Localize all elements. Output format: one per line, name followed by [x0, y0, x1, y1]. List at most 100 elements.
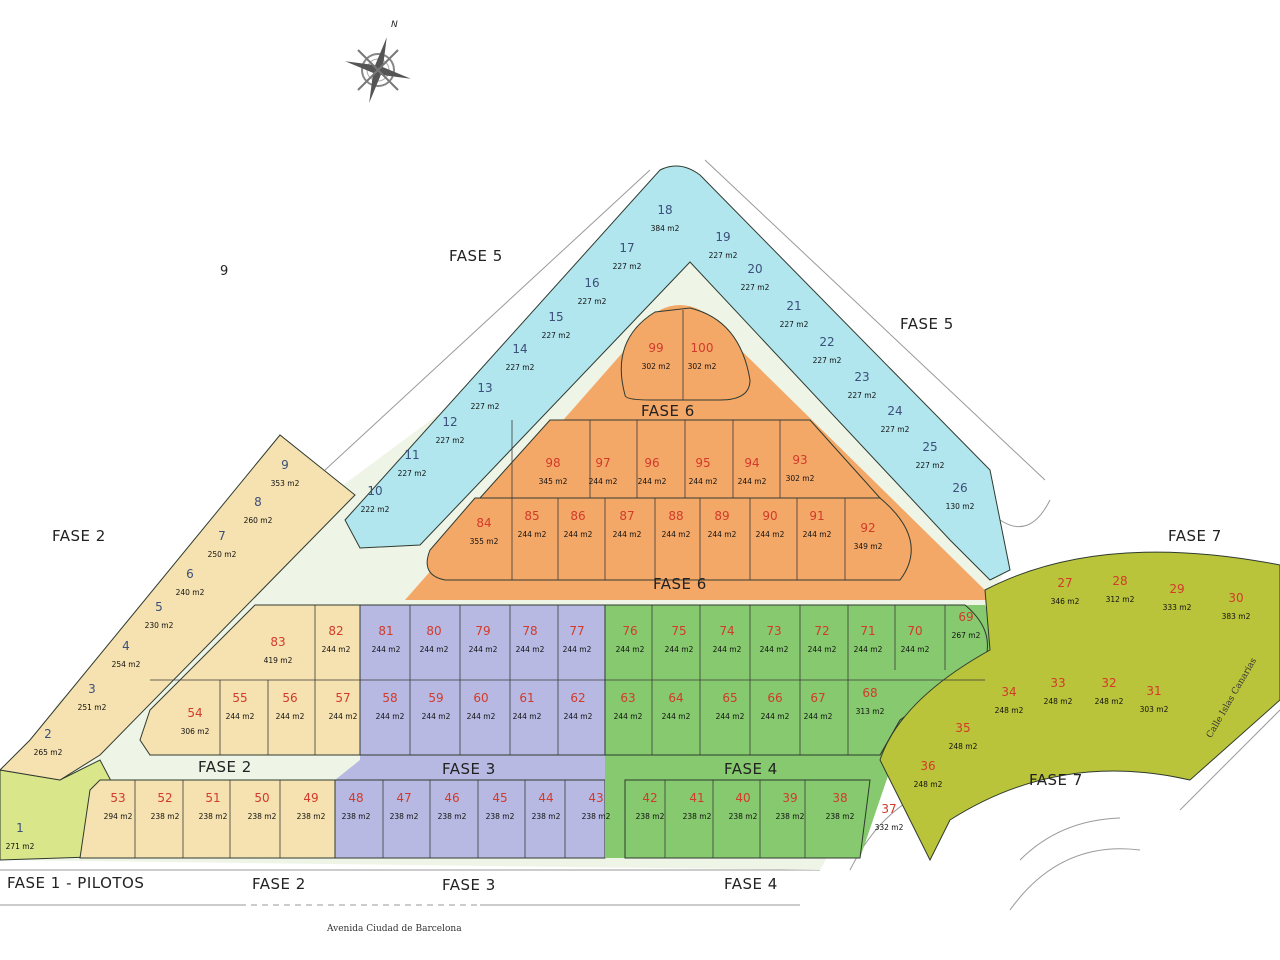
- plot-64[interactable]: 64244 m2: [654, 691, 698, 721]
- plot-1[interactable]: 1271 m2: [0, 821, 42, 851]
- plot-5[interactable]: 5230 m2: [137, 600, 181, 630]
- plot-3[interactable]: 3251 m2: [70, 682, 114, 712]
- plot-67[interactable]: 67244 m2: [796, 691, 840, 721]
- plot-48[interactable]: 48238 m2: [334, 791, 378, 821]
- plot-4[interactable]: 4254 m2: [104, 639, 148, 669]
- plot-71[interactable]: 71244 m2: [846, 624, 890, 654]
- plot-21[interactable]: 21227 m2: [772, 299, 816, 329]
- plot-84[interactable]: 84355 m2: [462, 516, 506, 546]
- plot-86[interactable]: 86244 m2: [556, 509, 600, 539]
- plot-32[interactable]: 32248 m2: [1087, 676, 1131, 706]
- plot-43[interactable]: 43238 m2: [574, 791, 618, 821]
- plot-90[interactable]: 90244 m2: [748, 509, 792, 539]
- plot-57[interactable]: 57244 m2: [321, 691, 365, 721]
- plot-87[interactable]: 87244 m2: [605, 509, 649, 539]
- plot-74[interactable]: 74244 m2: [705, 624, 749, 654]
- plot-29[interactable]: 29333 m2: [1155, 582, 1199, 612]
- plot-62[interactable]: 62244 m2: [556, 691, 600, 721]
- plot-44[interactable]: 44238 m2: [524, 791, 568, 821]
- plot-8[interactable]: 8260 m2: [236, 495, 280, 525]
- plot-25[interactable]: 25227 m2: [908, 440, 952, 470]
- plot-85[interactable]: 85244 m2: [510, 509, 554, 539]
- plot-35[interactable]: 35248 m2: [941, 721, 985, 751]
- plot-15[interactable]: 15227 m2: [534, 310, 578, 340]
- plot-19[interactable]: 19227 m2: [701, 230, 745, 260]
- plot-68[interactable]: 68313 m2: [848, 686, 892, 716]
- plot-23[interactable]: 23227 m2: [840, 370, 884, 400]
- plot-31[interactable]: 31303 m2: [1132, 684, 1176, 714]
- plot-65[interactable]: 65244 m2: [708, 691, 752, 721]
- plot-47[interactable]: 47238 m2: [382, 791, 426, 821]
- plot-46[interactable]: 46238 m2: [430, 791, 474, 821]
- plot-69[interactable]: 69267 m2: [944, 610, 988, 640]
- plot-50[interactable]: 50238 m2: [240, 791, 284, 821]
- plot-7[interactable]: 7250 m2: [200, 529, 244, 559]
- plot-59[interactable]: 59244 m2: [414, 691, 458, 721]
- plot-60[interactable]: 60244 m2: [459, 691, 503, 721]
- plot-88[interactable]: 88244 m2: [654, 509, 698, 539]
- plot-39[interactable]: 39238 m2: [768, 791, 812, 821]
- plot-52[interactable]: 52238 m2: [143, 791, 187, 821]
- plot-27[interactable]: 27346 m2: [1043, 576, 1087, 606]
- plot-20[interactable]: 20227 m2: [733, 262, 777, 292]
- plot-51[interactable]: 51238 m2: [191, 791, 235, 821]
- plot-97[interactable]: 97244 m2: [581, 456, 625, 486]
- plot-53[interactable]: 53294 m2: [96, 791, 140, 821]
- plot-78[interactable]: 78244 m2: [508, 624, 552, 654]
- plot-92[interactable]: 92349 m2: [846, 521, 890, 551]
- plot-55[interactable]: 55244 m2: [218, 691, 262, 721]
- plot-96[interactable]: 96244 m2: [630, 456, 674, 486]
- plot-36[interactable]: 36248 m2: [906, 759, 950, 789]
- plot-100[interactable]: 100302 m2: [680, 341, 724, 371]
- plot-14[interactable]: 14227 m2: [498, 342, 542, 372]
- plot-56[interactable]: 56244 m2: [268, 691, 312, 721]
- plot-28[interactable]: 28312 m2: [1098, 574, 1142, 604]
- plot-42[interactable]: 42238 m2: [628, 791, 672, 821]
- plot-45[interactable]: 45238 m2: [478, 791, 522, 821]
- plot-72[interactable]: 72244 m2: [800, 624, 844, 654]
- plot-37[interactable]: 37332 m2: [867, 802, 911, 832]
- plot-61[interactable]: 61244 m2: [505, 691, 549, 721]
- plot-40[interactable]: 40238 m2: [721, 791, 765, 821]
- plot-93[interactable]: 93302 m2: [778, 453, 822, 483]
- plot-80[interactable]: 80244 m2: [412, 624, 456, 654]
- plot-10[interactable]: 10222 m2: [353, 484, 397, 514]
- plot-75[interactable]: 75244 m2: [657, 624, 701, 654]
- plot-34[interactable]: 34248 m2: [987, 685, 1031, 715]
- plot-22[interactable]: 22227 m2: [805, 335, 849, 365]
- plot-66[interactable]: 66244 m2: [753, 691, 797, 721]
- plot-24[interactable]: 24227 m2: [873, 404, 917, 434]
- plot-33[interactable]: 33248 m2: [1036, 676, 1080, 706]
- plot-11[interactable]: 11227 m2: [390, 448, 434, 478]
- plot-81[interactable]: 81244 m2: [364, 624, 408, 654]
- plot-79[interactable]: 79244 m2: [461, 624, 505, 654]
- plot-17[interactable]: 17227 m2: [605, 241, 649, 271]
- plot-6[interactable]: 6240 m2: [168, 567, 212, 597]
- plot-91[interactable]: 91244 m2: [795, 509, 839, 539]
- plot-77[interactable]: 77244 m2: [555, 624, 599, 654]
- plot-76[interactable]: 76244 m2: [608, 624, 652, 654]
- plot-94[interactable]: 94244 m2: [730, 456, 774, 486]
- plot-89[interactable]: 89244 m2: [700, 509, 744, 539]
- plot-54[interactable]: 54306 m2: [173, 706, 217, 736]
- plot-13[interactable]: 13227 m2: [463, 381, 507, 411]
- plot-99[interactable]: 99302 m2: [634, 341, 678, 371]
- plot-2[interactable]: 2265 m2: [26, 727, 70, 757]
- plot-58[interactable]: 58244 m2: [368, 691, 412, 721]
- plot-63[interactable]: 63244 m2: [606, 691, 650, 721]
- plot-70[interactable]: 70244 m2: [893, 624, 937, 654]
- plot-82[interactable]: 82244 m2: [314, 624, 358, 654]
- plot-9[interactable]: 9353 m2: [263, 458, 307, 488]
- plot-30[interactable]: 30383 m2: [1214, 591, 1258, 621]
- plot-49[interactable]: 49238 m2: [289, 791, 333, 821]
- plot-38[interactable]: 38238 m2: [818, 791, 862, 821]
- plot-73[interactable]: 73244 m2: [752, 624, 796, 654]
- plot-16[interactable]: 16227 m2: [570, 276, 614, 306]
- plot-83[interactable]: 83419 m2: [256, 635, 300, 665]
- plot-95[interactable]: 95244 m2: [681, 456, 725, 486]
- plot-98[interactable]: 98345 m2: [531, 456, 575, 486]
- plot-26[interactable]: 26130 m2: [938, 481, 982, 511]
- plot-18[interactable]: 18384 m2: [643, 203, 687, 233]
- plot-12[interactable]: 12227 m2: [428, 415, 472, 445]
- plot-41[interactable]: 41238 m2: [675, 791, 719, 821]
